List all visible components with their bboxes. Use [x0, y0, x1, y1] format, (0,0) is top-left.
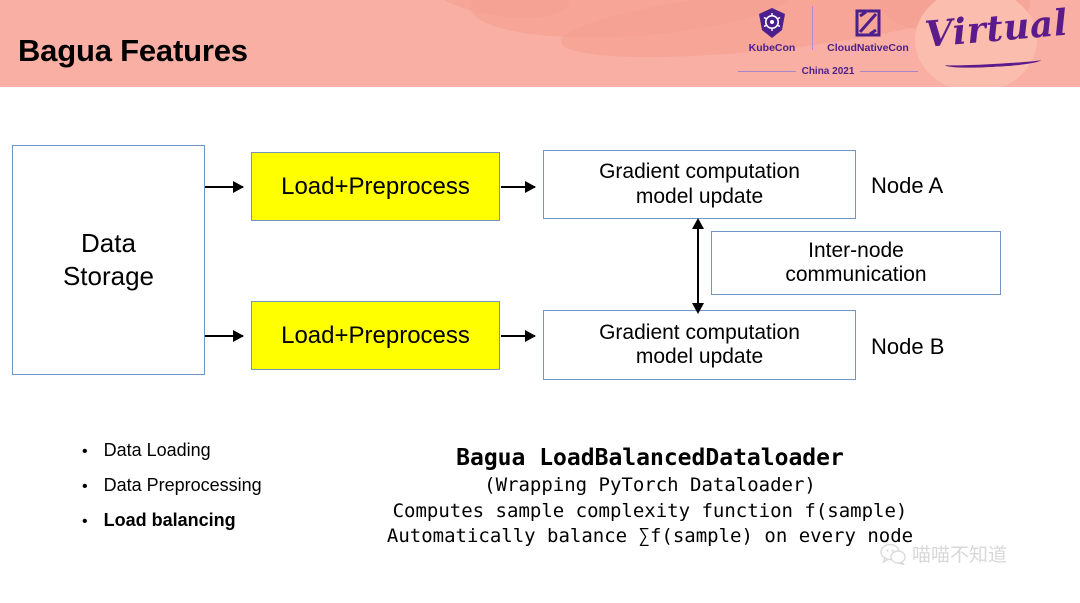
- code-description-block: Bagua LoadBalancedDataloader (Wrapping P…: [370, 444, 930, 549]
- code-block-title: Bagua LoadBalancedDataloader: [456, 445, 844, 471]
- event-year-row: China 2021: [738, 66, 918, 77]
- virtual-backdrop-circle: [915, 0, 1037, 87]
- gradient-bottom-line-2: model update: [635, 345, 764, 368]
- arrow-preprocess-to-gradient-bottom: [501, 330, 536, 342]
- event-year-label: China 2021: [801, 66, 855, 77]
- internode-line-2: communication: [785, 263, 927, 286]
- node-b-label: Node B: [871, 334, 945, 359]
- internode-line-1: Inter-node: [808, 238, 904, 262]
- arrow-storage-to-preprocess-top: [205, 181, 244, 193]
- gradient-computation-box-node-a: Gradient computation model update: [543, 150, 856, 219]
- virtual-underline-swoosh: [944, 55, 1042, 70]
- arrow-preprocess-to-gradient-top: [501, 181, 536, 193]
- list-item: • Data Loading: [82, 440, 382, 461]
- bullet-label: Data Preprocessing: [103, 475, 262, 495]
- kubecon-label: KubeCon: [748, 42, 796, 54]
- rule-left: [738, 71, 796, 72]
- gradient-top-line-2: model update: [635, 184, 764, 208]
- load-preprocess-box-bottom: Load+Preprocess: [251, 301, 500, 370]
- bullet-dot-icon: •: [82, 443, 88, 460]
- data-storage-line-2: Storage: [62, 261, 155, 291]
- list-item: • Data Preprocessing: [82, 475, 382, 496]
- bullet-dot-icon: •: [82, 478, 88, 495]
- cncf-square-icon: [853, 6, 883, 40]
- code-block-line-2: Computes sample complexity function f(sa…: [392, 499, 908, 522]
- bullet-label: Load balancing: [103, 510, 236, 530]
- page-title: Bagua Features: [18, 33, 248, 68]
- inter-node-communication-box: Inter-node communication: [711, 231, 1001, 295]
- data-storage-line-1: Data: [81, 227, 136, 258]
- code-block-line-3: Automatically balance ∑f(sample) on ever…: [386, 524, 914, 547]
- virtual-logo: Virtual: [923, 2, 1070, 72]
- watermark-text: 喵喵不知道: [912, 544, 1008, 566]
- gradient-bottom-line-1: Gradient computation: [599, 320, 800, 344]
- rule-right: [860, 71, 918, 72]
- watermark: 喵喵不知道: [880, 540, 1007, 567]
- arrow-internode-bidirectional: [692, 218, 704, 314]
- list-item: • Load balancing: [82, 510, 382, 531]
- kubernetes-helm-icon: [757, 6, 787, 40]
- load-preprocess-box-top: Load+Preprocess: [251, 152, 500, 221]
- code-block-line-1: (Wrapping PyTorch Dataloader): [484, 474, 816, 497]
- feature-bullet-list: • Data Loading • Data Preprocessing • Lo…: [82, 440, 382, 545]
- gradient-computation-box-node-b: Gradient computation model update: [543, 310, 856, 380]
- slide-header-banner: [0, 0, 1080, 87]
- cloudnativecon-label: CloudNativeCon: [827, 42, 909, 54]
- arrow-storage-to-preprocess-bottom: [205, 330, 244, 342]
- data-storage-box: Data Storage: [12, 145, 205, 375]
- logo-divider: [812, 6, 813, 50]
- bullet-dot-icon: •: [82, 513, 88, 530]
- gradient-top-line-1: Gradient computation: [599, 160, 800, 184]
- bullet-label: Data Loading: [103, 440, 211, 460]
- event-logo-lockup: KubeCon CloudNativeCon China 2021: [738, 6, 918, 84]
- wechat-icon: [880, 543, 906, 566]
- node-a-label: Node A: [871, 173, 944, 198]
